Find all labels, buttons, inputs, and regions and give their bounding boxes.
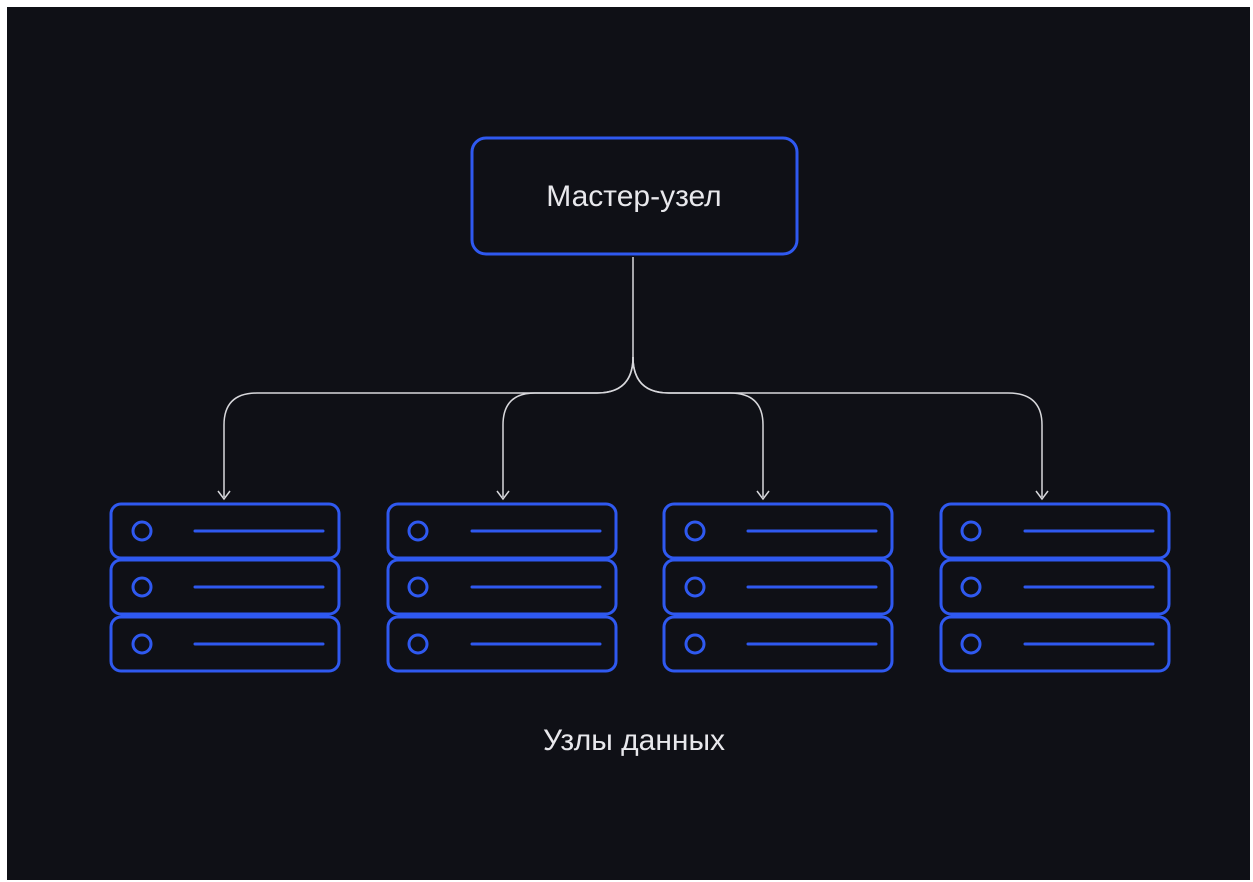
connector-to-data-node-2 (502, 356, 634, 497)
server-rack-icon (109, 502, 341, 673)
status-light-icon (407, 520, 429, 542)
server-unit (662, 615, 894, 673)
connector-to-data-node-4 (632, 356, 1043, 497)
server-unit (662, 502, 894, 560)
arrow-down-icon (217, 490, 231, 501)
status-light-icon (407, 576, 429, 598)
server-rack-icon (662, 502, 894, 673)
arrow-down-icon (756, 490, 770, 501)
data-node-3 (662, 502, 894, 673)
status-light-icon (684, 576, 706, 598)
master-node: Мастер-узел (470, 136, 799, 256)
server-rack-icon (939, 502, 1171, 673)
arrow-down-icon (1035, 490, 1049, 501)
status-light-icon (131, 576, 153, 598)
master-node-label: Мастер-узел (546, 180, 721, 213)
data-node-4 (939, 502, 1171, 673)
status-light-icon (131, 633, 153, 655)
status-light-icon (407, 633, 429, 655)
status-light-icon (960, 633, 982, 655)
data-nodes-label: Узлы данных (543, 724, 725, 757)
server-unit (109, 615, 341, 673)
diagram-canvas: Мастер-узел (7, 7, 1250, 880)
connector-to-data-node-1 (223, 356, 634, 497)
data-nodes (109, 502, 1171, 673)
status-light-icon (684, 633, 706, 655)
status-light-icon (960, 576, 982, 598)
data-node-2 (386, 502, 618, 673)
arrow-down-icon (496, 490, 510, 501)
server-unit (939, 558, 1171, 616)
master-node-box (470, 136, 799, 256)
server-unit (386, 502, 618, 560)
server-unit (939, 615, 1171, 673)
connectors (217, 257, 1049, 501)
server-unit (386, 615, 618, 673)
server-unit (109, 502, 341, 560)
status-light-icon (131, 520, 153, 542)
server-unit (109, 558, 341, 616)
server-unit (386, 558, 618, 616)
server-unit (939, 502, 1171, 560)
connector-to-data-node-3 (632, 356, 764, 497)
architecture-diagram: Мастер-узел (109, 136, 1171, 757)
status-light-icon (684, 520, 706, 542)
server-unit (662, 558, 894, 616)
data-node-1 (109, 502, 341, 673)
server-rack-icon (386, 502, 618, 673)
status-light-icon (960, 520, 982, 542)
